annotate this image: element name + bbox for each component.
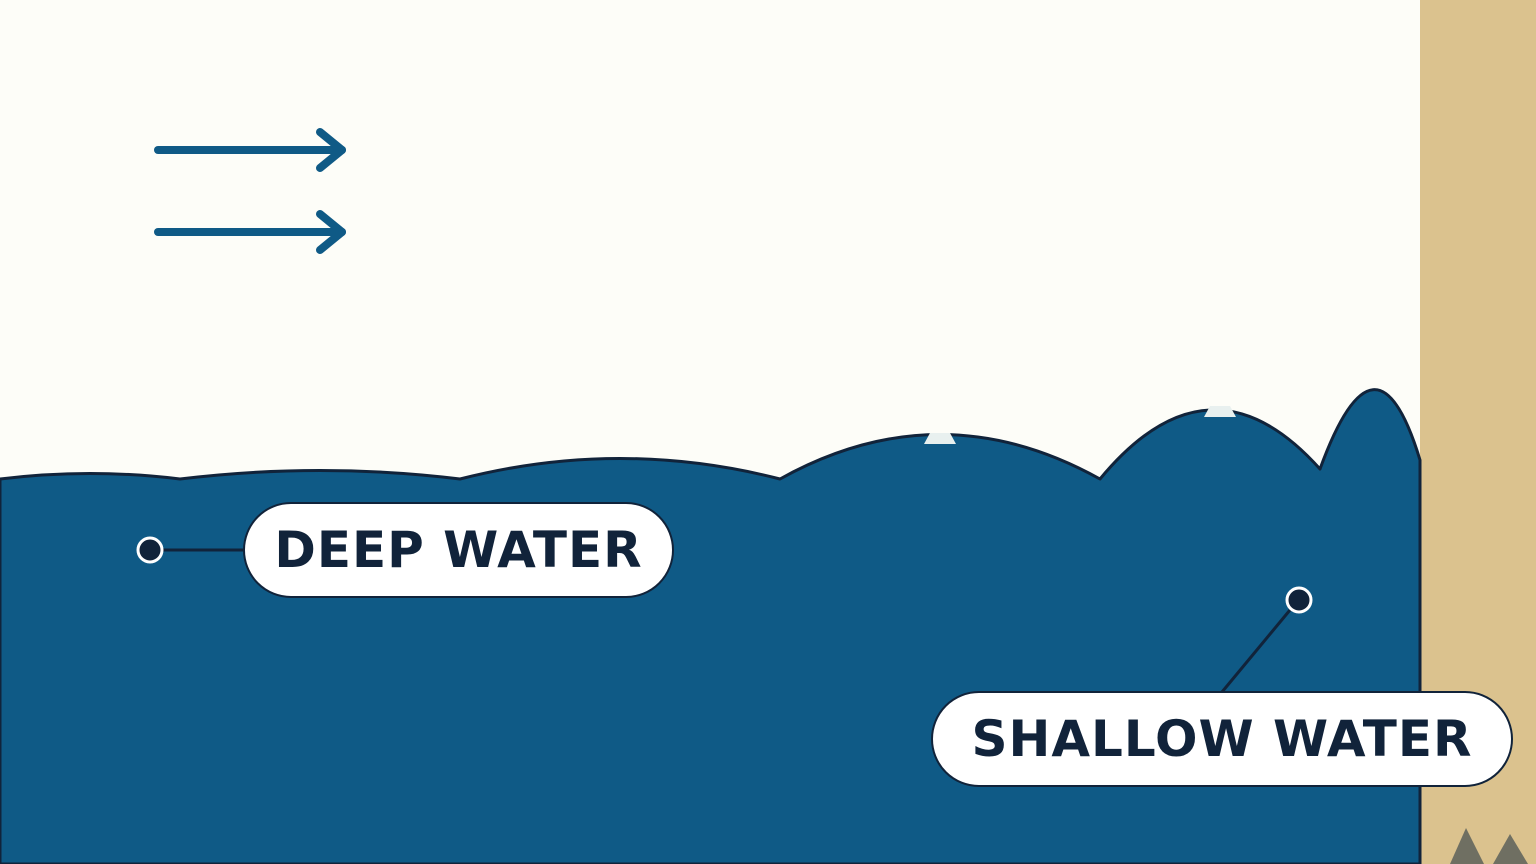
shallow-water-leader-line bbox=[1220, 609, 1292, 693]
wind-arrow-icon bbox=[154, 128, 346, 172]
rock-icon bbox=[1493, 834, 1528, 864]
deep-water-marker-icon bbox=[136, 536, 164, 564]
wind-arrow-icon bbox=[154, 210, 346, 254]
foam-crest bbox=[924, 433, 956, 444]
shallow-water-marker-icon bbox=[1285, 586, 1313, 614]
foam-crest bbox=[1204, 406, 1236, 417]
rock-icon bbox=[1450, 828, 1484, 864]
deep-water-label: DEEP WATER bbox=[243, 502, 674, 598]
shallow-water-label: SHALLOW WATER bbox=[931, 691, 1513, 787]
